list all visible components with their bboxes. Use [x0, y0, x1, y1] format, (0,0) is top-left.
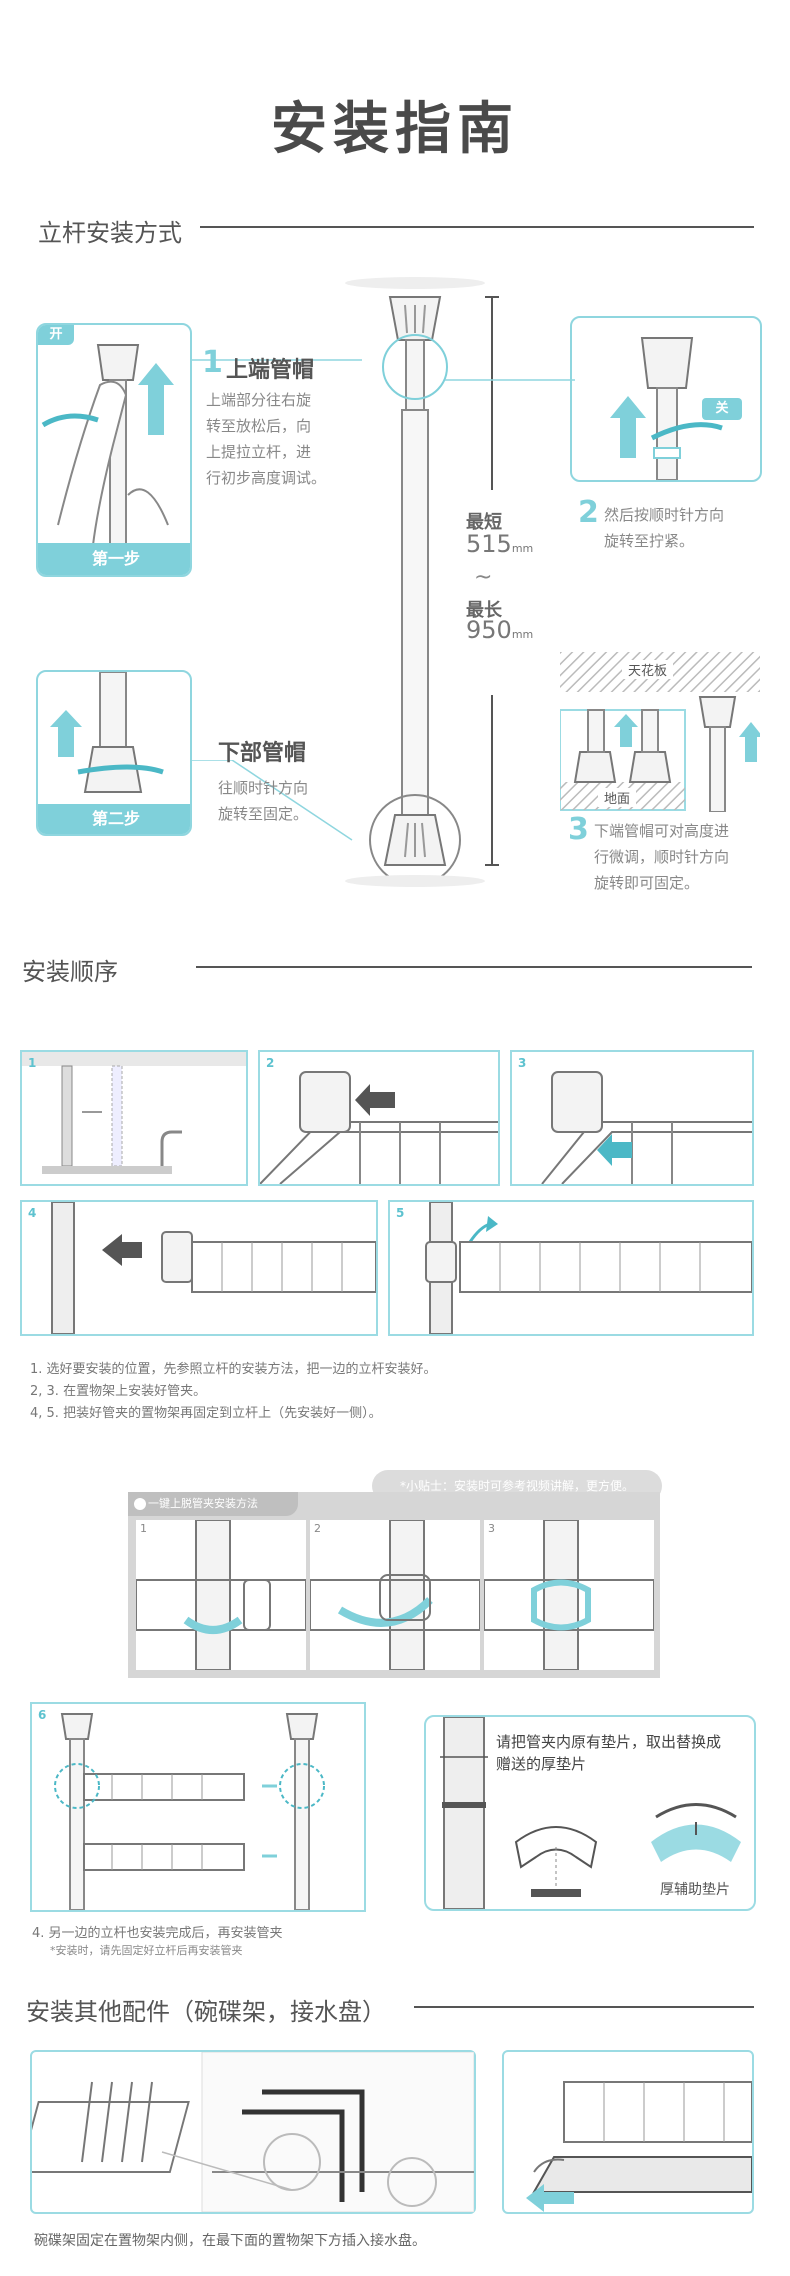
- clip-step-number: 1: [140, 1522, 147, 1535]
- order-panel-4: 4: [20, 1200, 378, 1336]
- accessories-caption: 碗碟架固定在置物架内侧，在最下面的置物架下方插入接水盘。: [34, 2233, 426, 2249]
- page-title: 安装指南: [271, 97, 519, 162]
- ceiling-label: 天花板: [622, 660, 674, 679]
- section-title-order: 安装顺序: [22, 958, 118, 986]
- step4-subnote: *安装时，请先固定好立杆后再安装管夹: [50, 1944, 243, 1957]
- section-rule: [196, 966, 752, 968]
- dish-rack-panel: [30, 2050, 476, 2214]
- floor-label: 地面: [598, 788, 637, 807]
- tilde-mark: ~: [474, 565, 493, 590]
- order-panel-1: 1: [20, 1050, 248, 1186]
- section-title-pole: 立杆安装方式: [38, 219, 182, 247]
- info-icon: [134, 1498, 146, 1510]
- step1-badge: 第一步: [38, 543, 190, 575]
- max-length-value: 950mm: [466, 616, 534, 644]
- fix-num: 3: [568, 812, 589, 847]
- pad-panel: 请把管夹内原有垫片，取出替换成 赠送的厚垫片 厚辅助垫片: [424, 1715, 756, 1911]
- panel-number: 5: [396, 1206, 405, 1220]
- top-cap-desc: 上端部分往右旋 转至放松后，向 上提拉立杆，进 行初步高度调试。: [206, 391, 327, 487]
- order-panel-3: 3: [510, 1050, 754, 1186]
- tighten-num: 2: [578, 495, 599, 530]
- panel-number: 2: [266, 1056, 275, 1070]
- open-tag: 开: [38, 325, 74, 345]
- step4-note: 4. 另一边的立杆也安装完成后，再安装管夹: [32, 1926, 283, 1941]
- section-rule: [200, 226, 754, 228]
- connector-line-right: [445, 379, 575, 381]
- top-cap-heading: 上端管帽: [226, 358, 315, 383]
- order-panel-2: 2: [258, 1050, 500, 1186]
- clip-step-number: 2: [314, 1522, 321, 1535]
- panel-number: 4: [28, 1206, 37, 1220]
- clip-step-3: 3: [484, 1520, 654, 1670]
- fix-desc: 下端管帽可对高度进 行微调，顺时针方向 旋转即可固定。: [594, 822, 730, 892]
- panel-number: 1: [28, 1056, 37, 1070]
- step2-box: 第二步: [36, 670, 192, 836]
- order-panel-6: 6: [30, 1702, 366, 1912]
- ceiling-floor-diagram: 天花板 地面: [560, 652, 760, 812]
- tighten-box: 关: [570, 316, 762, 482]
- clip-method-title: 一键上脱管夹安装方法: [128, 1492, 298, 1516]
- clip-step-1: 1: [136, 1520, 306, 1670]
- section-rule: [414, 2006, 754, 2008]
- order-note-2: 2, 3. 在置物架上安装好管夹。: [30, 1384, 207, 1399]
- panel-number: 6: [38, 1708, 47, 1722]
- clip-step-2: 2: [310, 1520, 480, 1670]
- step1-box: 开 第一步: [36, 323, 192, 577]
- order-note-3: 4, 5. 把装好管夹的置物架再固定到立杆上（先安装好一侧）。: [30, 1406, 382, 1421]
- pad-label: 厚辅助垫片: [660, 1882, 730, 1898]
- panel-number: 3: [518, 1056, 527, 1070]
- close-tag: 关: [702, 398, 742, 420]
- min-length-label: 最短: [466, 512, 502, 533]
- connector-line-bottom: [192, 760, 353, 841]
- order-panel-5: 5: [388, 1200, 754, 1336]
- max-length-label: 最长: [466, 600, 502, 621]
- min-length-value: 515mm: [466, 530, 534, 558]
- step2-badge: 第二步: [38, 804, 190, 834]
- pole-illustration: [320, 275, 520, 905]
- order-note-1: 1. 选好要安装的位置，先参照立杆的安装方法，把一边的立杆安装好。: [30, 1362, 437, 1377]
- top-cap-num: 1: [202, 345, 223, 380]
- section-title-accessories: 安装其他配件（碗碟架，接水盘）: [26, 1998, 386, 2026]
- connector-line: [192, 359, 362, 361]
- clip-method-block: 一键上脱管夹安装方法 1 2 3: [128, 1492, 660, 1678]
- tighten-desc: 然后按顺时针方向 旋转至拧紧。: [604, 506, 725, 550]
- bottom-cap-desc: 往顺时针方向 旋转至固定。: [218, 779, 309, 823]
- pad-instruction: 请把管夹内原有垫片，取出替换成 赠送的厚垫片: [496, 1733, 722, 1773]
- drip-tray-panel: [502, 2050, 754, 2214]
- clip-step-number: 3: [488, 1522, 495, 1535]
- bottom-cap-heading: 下部管帽: [218, 741, 307, 766]
